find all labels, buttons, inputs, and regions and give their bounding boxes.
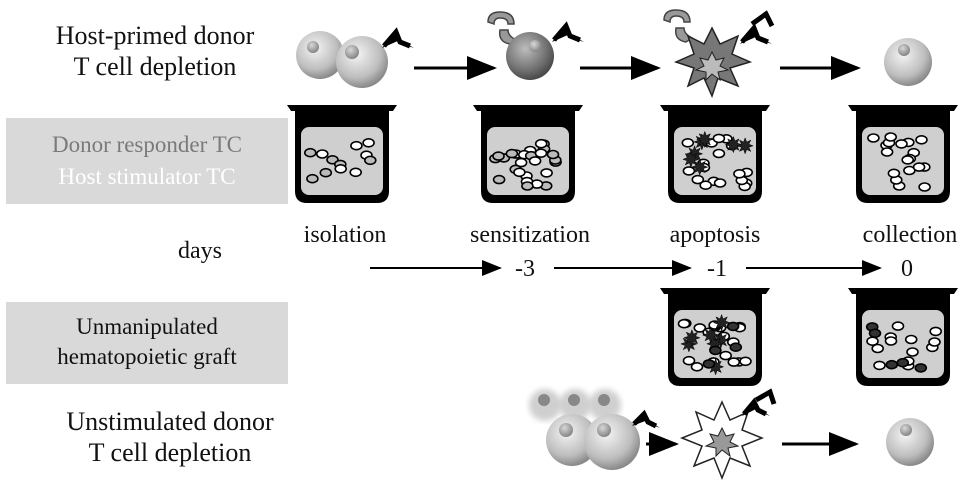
legend-donor-responder: Donor responder TC <box>52 132 242 157</box>
well-sensitization <box>473 105 583 203</box>
bottom-apoptotic-cell <box>679 400 765 481</box>
day-0: 0 <box>901 256 913 282</box>
well-graft-apoptosis <box>660 288 770 386</box>
stage-sensitization: sensitization <box>470 222 590 248</box>
well-graft-collection <box>848 288 958 386</box>
legend-graft-line1: Unmanipulated <box>76 314 218 339</box>
title-unstimulated-line2: T cell depletion <box>88 438 252 467</box>
well-collection <box>848 105 958 203</box>
stage-apoptosis: apoptosis <box>669 222 761 248</box>
unstimulated-cell-cluster <box>529 389 640 470</box>
legend-graft-line2: hematopoietic graft <box>57 344 237 369</box>
title-host-primed: Host-primed donor T cell depletion <box>10 20 300 82</box>
title-unstimulated-line1: Unstimulated donor <box>66 407 274 436</box>
stage-isolation: isolation <box>303 222 387 248</box>
days-label: days <box>178 238 222 264</box>
day-minus-3: -3 <box>515 256 535 282</box>
stage-collection: collection <box>862 222 958 248</box>
bottom-collected-cell <box>886 418 934 466</box>
well-apoptosis <box>660 105 770 203</box>
title-host-primed-line2: T cell depletion <box>73 52 237 81</box>
legend-cell-types-box: Donor responder TC Host stimulator TC <box>6 118 288 204</box>
sensitized-cell <box>487 11 554 80</box>
top-cell-pair <box>296 31 388 88</box>
apoptotic-cell <box>663 9 753 99</box>
legend-host-stimulator: Host stimulator TC <box>58 164 236 189</box>
title-host-primed-line1: Host-primed donor <box>55 21 255 50</box>
title-unstimulated: Unstimulated donor T cell depletion <box>20 406 320 468</box>
day-minus-1: -1 <box>707 256 727 282</box>
collected-cell <box>884 38 932 86</box>
legend-graft-box: Unmanipulated hematopoietic graft <box>6 302 288 384</box>
well-isolation <box>287 105 397 203</box>
